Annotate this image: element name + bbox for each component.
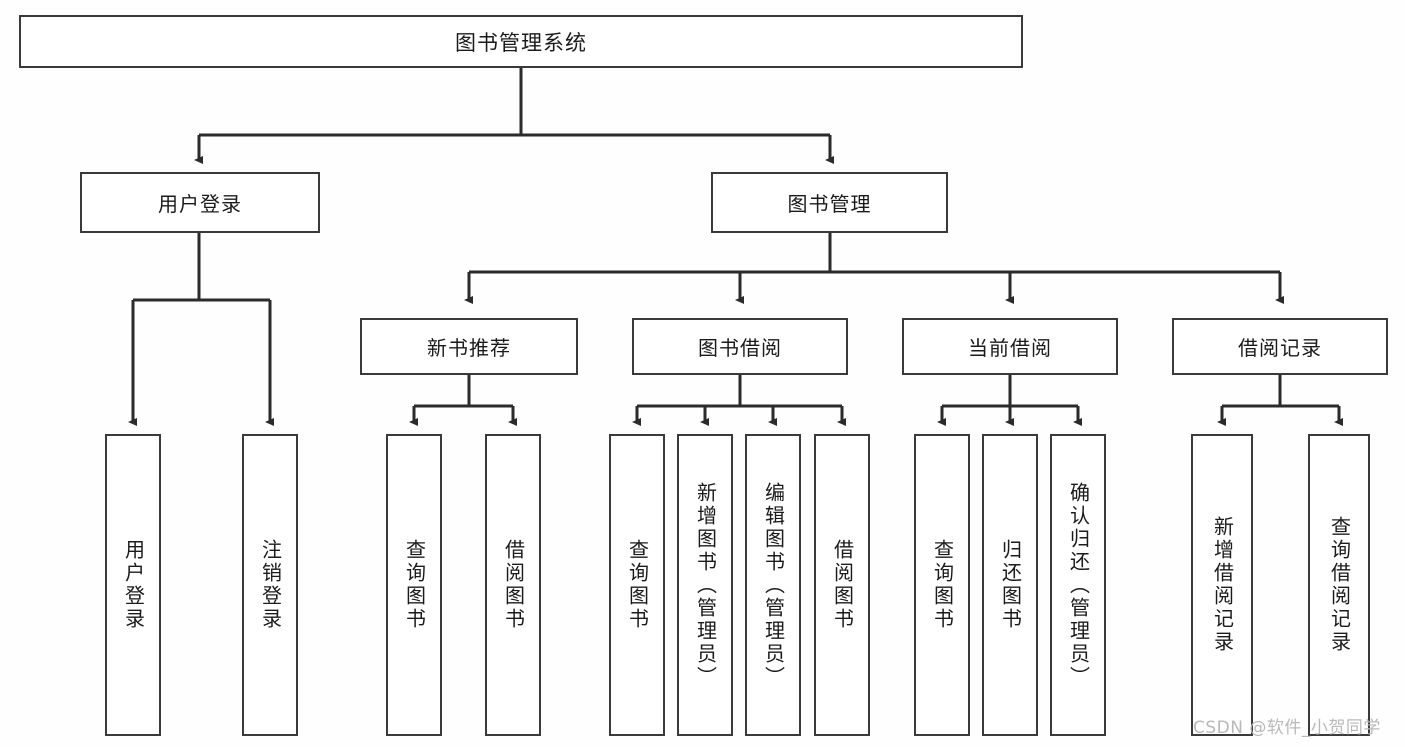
node-label: 查询图书 xyxy=(930,539,955,631)
node-label: 新增图书（管理员） xyxy=(693,481,718,689)
leaf-current-borrow-confirm-return[interactable]: 确认归还（管理员） xyxy=(1050,434,1106,736)
leaf-borrow-record-query[interactable]: 查询借阅记录 xyxy=(1308,434,1370,736)
leaf-new-book-query[interactable]: 查询图书 xyxy=(386,434,442,736)
node-label: 查询图书 xyxy=(402,539,427,631)
node-label: 图书管理系统 xyxy=(455,30,587,55)
node-label: 编辑图书（管理员） xyxy=(761,481,786,689)
node-label: 查询借阅记录 xyxy=(1327,516,1352,654)
node-book-borrow[interactable]: 图书借阅 xyxy=(632,318,848,375)
leaf-user-login-logout[interactable]: 注销登录 xyxy=(242,434,298,736)
node-label: 注销登录 xyxy=(258,539,283,631)
node-label: 用户登录 xyxy=(158,192,242,216)
node-book-management[interactable]: 图书管理 xyxy=(711,172,948,233)
leaf-book-borrow-query[interactable]: 查询图书 xyxy=(609,434,665,736)
node-label: 借阅记录 xyxy=(1238,336,1322,360)
node-current-borrow[interactable]: 当前借阅 xyxy=(902,318,1118,375)
node-label: 用户登录 xyxy=(121,539,146,631)
leaf-book-borrow-borrow[interactable]: 借阅图书 xyxy=(814,434,870,736)
watermark: CSDN @软件_小贺同学 xyxy=(1193,718,1381,738)
node-label: 新增借阅记录 xyxy=(1210,516,1235,654)
node-label: 当前借阅 xyxy=(968,336,1052,360)
leaf-borrow-record-add[interactable]: 新增借阅记录 xyxy=(1191,434,1253,736)
leaf-book-borrow-add[interactable]: 新增图书（管理员） xyxy=(677,434,733,736)
node-borrow-record[interactable]: 借阅记录 xyxy=(1172,318,1388,375)
node-label: 确认归还（管理员） xyxy=(1066,481,1091,689)
leaf-user-login-login[interactable]: 用户登录 xyxy=(105,434,161,736)
node-label: 借阅图书 xyxy=(501,539,526,631)
leaf-current-borrow-query[interactable]: 查询图书 xyxy=(914,434,970,736)
node-label: 图书管理 xyxy=(787,192,872,216)
node-user-login[interactable]: 用户登录 xyxy=(80,172,320,233)
leaf-new-book-borrow[interactable]: 借阅图书 xyxy=(485,434,541,736)
node-label: 图书借阅 xyxy=(698,336,782,360)
node-root-book-management-system[interactable]: 图书管理系统 xyxy=(19,15,1023,68)
node-label: 查询图书 xyxy=(625,539,650,631)
leaf-book-borrow-edit[interactable]: 编辑图书（管理员） xyxy=(745,434,801,736)
node-label: 借阅图书 xyxy=(830,539,855,631)
node-label: 新书推荐 xyxy=(427,336,511,360)
node-new-book-recommend[interactable]: 新书推荐 xyxy=(360,318,578,375)
leaf-current-borrow-return[interactable]: 归还图书 xyxy=(982,434,1038,736)
node-label: 归还图书 xyxy=(998,539,1023,631)
